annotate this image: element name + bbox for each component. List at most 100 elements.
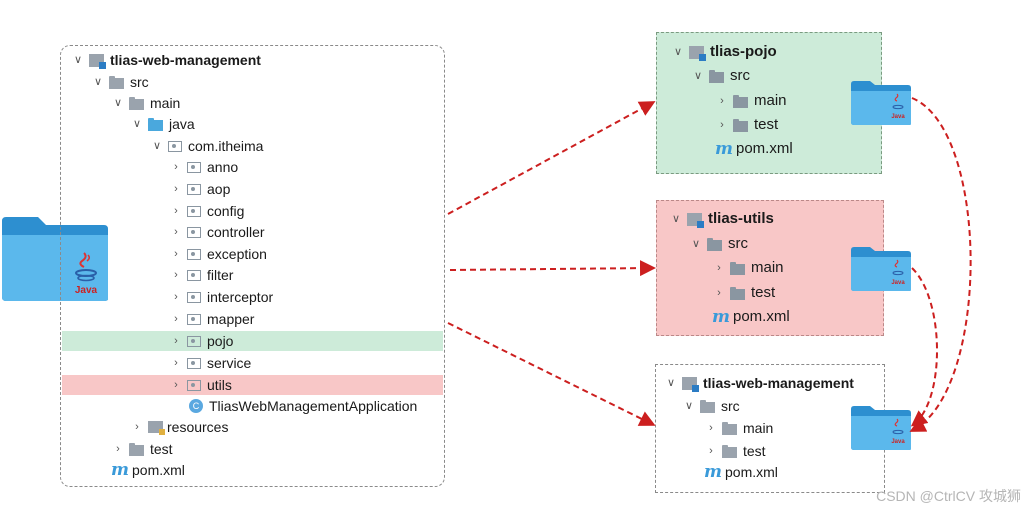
chevron-right-icon: ›: [174, 161, 178, 173]
tree-label: aop: [207, 181, 231, 197]
tree-row-root[interactable]: ∨ tlias-web-management: [71, 50, 261, 70]
arrow-pojo-to-web: [909, 97, 972, 432]
module-row-main[interactable]: › main: [715, 91, 787, 111]
chevron-down-icon: ∨: [113, 97, 123, 109]
tree-label: tlias-pojo: [710, 43, 777, 60]
module-row-src[interactable]: ∨ src: [682, 396, 740, 416]
tree-label: pom.xml: [725, 464, 778, 480]
tree-label: mapper: [207, 311, 255, 327]
arrow-to-utils: [449, 260, 656, 277]
module-row-main[interactable]: › main: [712, 258, 783, 278]
chevron-down-icon: ∨: [132, 118, 142, 130]
tree-label: main: [743, 420, 774, 436]
tree-row-src[interactable]: ∨ src: [91, 72, 149, 92]
tree-row-main[interactable]: ∨ main: [111, 93, 180, 113]
folder-icon: [722, 444, 737, 458]
tree-row-aop[interactable]: › aop: [169, 179, 230, 199]
tree-label: src: [721, 398, 740, 414]
web-module-panel: ∨ tlias-web-management ∨ src › main › te…: [655, 364, 885, 493]
tree-label: tlias-web-management: [110, 52, 261, 68]
tree-label: main: [754, 92, 787, 109]
arrow-utils-to-web: [910, 267, 938, 427]
package-icon: [187, 205, 201, 217]
module-row-src[interactable]: ∨ src: [691, 66, 750, 86]
java-label: Java: [891, 280, 905, 286]
package-icon: [187, 161, 201, 173]
pojo-module-panel: ∨ tlias-pojo ∨ src › main › test m pom.x…: [656, 32, 882, 174]
chevron-down-icon: ∨: [691, 238, 701, 250]
module-row-src[interactable]: ∨ src: [689, 234, 748, 254]
chevron-right-icon: ›: [174, 291, 178, 303]
tree-row-package[interactable]: ∨ com.itheima: [150, 136, 264, 156]
package-icon: [168, 140, 182, 152]
module-row-test[interactable]: › test: [704, 441, 765, 461]
folder-icon: [129, 96, 144, 110]
tree-row-filter[interactable]: ›filter: [169, 265, 233, 285]
tree-label: java: [169, 116, 195, 132]
folder-icon: [733, 118, 748, 132]
java-label: Java: [891, 439, 905, 445]
module-row-root[interactable]: ∨ tlias-utils: [669, 209, 774, 229]
tree-label: resources: [167, 419, 229, 435]
tree-row-pom[interactable]: m pom.xml: [111, 460, 185, 480]
tree-row-app-class[interactable]: C TliasWebManagementApplication: [189, 396, 417, 416]
tree-row-interceptor[interactable]: › interceptor: [169, 287, 273, 307]
maven-icon: m: [111, 460, 129, 480]
module-row-test[interactable]: › test: [712, 283, 775, 303]
chevron-right-icon: ›: [720, 95, 724, 107]
tree-row-utils[interactable]: ›utils: [169, 375, 232, 395]
tree-row-exception[interactable]: ›exception: [169, 244, 267, 264]
pojo-highlight: [62, 331, 443, 351]
chevron-right-icon: ›: [174, 357, 178, 369]
package-icon: [187, 183, 201, 195]
tree-label: controller: [207, 224, 265, 240]
tree-row-resources[interactable]: › resources: [130, 417, 228, 437]
tree-row-pojo[interactable]: ›pojo: [169, 331, 233, 351]
folder-icon: [707, 237, 722, 251]
source-folder-icon: [148, 117, 163, 131]
module-row-root[interactable]: ∨ tlias-web-management: [664, 373, 854, 393]
folder-icon: [722, 421, 737, 435]
tree-label: TliasWebManagementApplication: [209, 398, 418, 414]
module-icon: [687, 212, 704, 228]
java-folder-icon: Java: [851, 81, 911, 125]
tree-row-config[interactable]: ›config: [169, 201, 244, 221]
module-row-test[interactable]: › test: [715, 115, 778, 135]
chevron-down-icon: ∨: [671, 213, 681, 225]
module-row-root[interactable]: ∨ tlias-pojo: [671, 42, 777, 62]
chevron-right-icon: ›: [709, 422, 713, 434]
package-icon: [187, 269, 201, 281]
tree-row-controller[interactable]: ›controller: [169, 222, 265, 242]
module-row-main[interactable]: › main: [704, 418, 773, 438]
tree-row-mapper[interactable]: ›mapper: [169, 309, 254, 329]
chevron-right-icon: ›: [174, 379, 178, 391]
java-label: Java: [891, 114, 905, 120]
tree-row-service[interactable]: › service: [169, 353, 251, 373]
chevron-down-icon: ∨: [684, 400, 694, 412]
folder-icon: [709, 69, 724, 83]
package-icon: [187, 313, 201, 325]
module-row-pom[interactable]: m pom.xml: [712, 307, 790, 327]
tree-row-test[interactable]: › test: [111, 439, 172, 459]
module-row-pom[interactable]: m pom.xml: [715, 139, 793, 159]
chevron-right-icon: ›: [174, 335, 178, 347]
folder-icon: [730, 261, 745, 275]
tree-row-anno[interactable]: ›anno: [169, 157, 238, 177]
chevron-down-icon: ∨: [93, 76, 103, 88]
resources-folder-icon: [148, 421, 165, 435]
chevron-right-icon: ›: [174, 183, 178, 195]
chevron-right-icon: ›: [717, 287, 721, 299]
tree-label: tlias-utils: [708, 210, 774, 227]
chevron-right-icon: ›: [709, 445, 713, 457]
chevron-right-icon: ›: [174, 248, 178, 260]
tree-label: service: [207, 355, 252, 371]
maven-icon: m: [704, 462, 722, 482]
tree-row-java[interactable]: ∨ java: [130, 114, 195, 134]
chevron-right-icon: ›: [717, 262, 721, 274]
java-folder-icon: Java: [2, 217, 108, 301]
tree-label: config: [207, 203, 245, 219]
tree-label: interceptor: [207, 289, 274, 305]
module-row-pom[interactable]: m pom.xml: [704, 462, 778, 482]
package-icon: [187, 357, 201, 369]
maven-icon: m: [712, 307, 730, 327]
